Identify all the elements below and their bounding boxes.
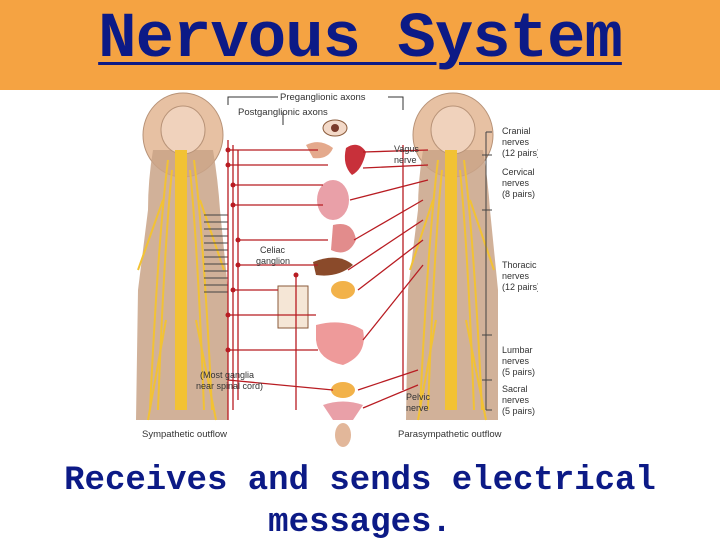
right-spinal-cord xyxy=(409,150,495,421)
region-cranial-detail1: nerves xyxy=(502,137,530,147)
region-cervical-detail1: nerves xyxy=(502,178,530,188)
nerve-junctions xyxy=(225,147,299,353)
left-spinal-cord xyxy=(137,150,225,421)
region-cervical-name: Cervical xyxy=(502,167,535,177)
lungs-organ xyxy=(317,180,349,220)
stomach-organ xyxy=(331,224,356,253)
axon-arrows xyxy=(227,96,404,125)
title-bar xyxy=(0,0,720,90)
preganglionic-label: Preganglionic axons xyxy=(280,92,366,103)
region-thoracic-detail2: (12 pairs) xyxy=(502,282,538,292)
pelvic-label-1: Pelvic xyxy=(406,392,431,402)
region-cervical-detail2: (8 pairs) xyxy=(502,189,535,199)
pancreas-organ xyxy=(331,281,355,299)
vagus-label-2: nerve xyxy=(394,155,417,165)
genitals-organ xyxy=(335,423,351,447)
region-thoracic-name: Thoracic xyxy=(502,260,537,270)
region-sacral-name: Sacral xyxy=(502,384,528,394)
celiac-label-1: Celiac xyxy=(260,245,286,255)
ganglia-label-2: near spinal cord) xyxy=(196,381,263,391)
parasympathetic-outflow-label: Parasympathetic outflow xyxy=(398,429,502,440)
slide-title: Nervous System xyxy=(98,4,623,76)
region-lumbar-detail1: nerves xyxy=(502,356,530,366)
region-sacral-detail1: nerves xyxy=(502,395,530,405)
organs xyxy=(277,119,366,447)
left-ganglion-chain xyxy=(204,214,228,293)
region-brackets xyxy=(482,131,492,411)
nervous-system-diagram: Preganglionic axons Postganglionic axons… xyxy=(136,92,538,447)
intestines-organ xyxy=(316,322,364,365)
reproductive-organ xyxy=(323,401,363,420)
adrenal-kidney-organ xyxy=(277,285,309,329)
region-lumbar-name: Lumbar xyxy=(502,345,533,355)
region-sacral-detail2: (5 pairs) xyxy=(502,406,535,416)
region-cranial-detail2: (12 pairs) xyxy=(502,148,538,158)
postganglionic-label: Postganglionic axons xyxy=(238,107,328,118)
pelvic-label-2: nerve xyxy=(406,403,429,413)
celiac-label-2: ganglion xyxy=(256,256,290,266)
nerve-pathways xyxy=(227,140,429,420)
heart-organ xyxy=(344,144,366,175)
ganglia-label-1: (Most ganglia xyxy=(200,370,254,380)
caption-line-1: Receives and sends electrical xyxy=(64,462,656,500)
salivary-glands-organ xyxy=(306,142,333,159)
vagus-label-1: Vagus xyxy=(394,144,419,154)
bladder-organ xyxy=(331,382,355,398)
region-cranial-name: Cranial xyxy=(502,126,531,136)
liver-organ xyxy=(313,257,353,276)
diagram-labels: Preganglionic axons Postganglionic axons… xyxy=(142,92,538,440)
region-thoracic-detail1: nerves xyxy=(502,271,530,281)
region-lumbar-detail2: (5 pairs) xyxy=(502,367,535,377)
sympathetic-outflow-label: Sympathetic outflow xyxy=(142,429,227,440)
caption-line-2: messages. xyxy=(268,504,452,542)
